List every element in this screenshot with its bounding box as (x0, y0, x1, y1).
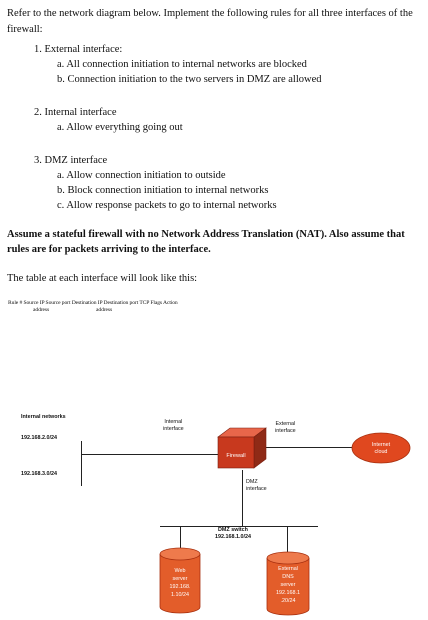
internal-interface-label: Internal interface (163, 419, 184, 433)
dmz-to-web-link (180, 526, 181, 550)
dns-server-line1: External (278, 566, 298, 572)
external-interface-label: External interface (275, 421, 296, 435)
web-server-line1: Web (175, 568, 186, 574)
web-server-line4: 1.10/24 (171, 592, 189, 598)
dmz-interface-label: DMZ interface (246, 479, 267, 493)
dns-server-line4: 192.168.1 (276, 590, 300, 596)
dmz-interface-line1: DMZ (246, 479, 258, 485)
table-header-address-2: address (96, 307, 113, 313)
internal-bus-line (81, 441, 82, 486)
web-server-icon: Web server 192.168. 1.10/24 (159, 547, 201, 614)
dns-server-line3: server (281, 582, 296, 588)
section-3-item-b: b. Block connection initiation to intern… (57, 185, 269, 196)
internal-networks-label: Internal networks (21, 414, 66, 420)
assumption-text: Assume a stateful firewall with no Netwo… (7, 229, 405, 255)
dns-server-icon: External DNS server 192.168.1 .20/24 (266, 551, 310, 616)
internal-interface-line2: interface (163, 426, 184, 432)
internal-net-2-label: 192.168.3.0/24 (21, 471, 57, 477)
dns-server-line5: .20/24 (281, 598, 296, 604)
section-1-heading: 1. External interface: (34, 44, 123, 55)
internal-net-1-label: 192.168.2.0/24 (21, 435, 57, 441)
dmz-to-dns-link (287, 526, 288, 554)
internal-to-firewall-link (81, 454, 218, 455)
dns-server-line2: DNS (282, 574, 294, 580)
firewall-icon: Firewall (217, 427, 267, 469)
section-3-item-c: c. Allow response packets to go to inter… (57, 200, 277, 211)
table-header-row: Rule # Source IP Source port Destination… (8, 300, 178, 306)
firewall-to-dmz-link (242, 470, 243, 526)
dmz-interface-line2: interface (246, 486, 267, 492)
firewall-to-internet-link (266, 447, 356, 448)
section-1-item-b: b. Connection initiation to the two serv… (57, 74, 322, 85)
dmz-switch-label: DMZ switch 192.168.1.0/24 (215, 527, 251, 541)
dmz-switch-name: DMZ switch (218, 527, 248, 533)
section-2-item-a: a. Allow everything going out (57, 122, 183, 133)
web-server-line3: 192.168. (170, 584, 191, 590)
table-intro-text: The table at each interface will look li… (7, 273, 198, 284)
section-3-item-a: a. Allow connection initiation to outsid… (57, 170, 226, 181)
internet-cloud-icon: Internet cloud (351, 432, 411, 464)
dmz-switch-bar (160, 526, 318, 527)
intro-text: Refer to the network diagram below. Impl… (7, 8, 413, 35)
section-2-heading: 2. Internal interface (34, 107, 117, 118)
internal-interface-line1: Internal (164, 419, 183, 425)
external-interface-line2: interface (275, 428, 296, 434)
web-server-line2: server (173, 576, 188, 582)
internet-label-line1: Internet (372, 442, 391, 448)
dmz-switch-subnet: 192.168.1.0/24 (215, 534, 251, 540)
external-interface-line1: External (275, 421, 296, 427)
internet-label-line2: cloud (375, 449, 388, 455)
section-3-heading: 3. DMZ interface (34, 155, 108, 166)
section-1-item-a: a. All connection initiation to internal… (57, 59, 307, 70)
table-header-address-1: address (33, 307, 50, 313)
firewall-label: Firewall (226, 453, 245, 459)
